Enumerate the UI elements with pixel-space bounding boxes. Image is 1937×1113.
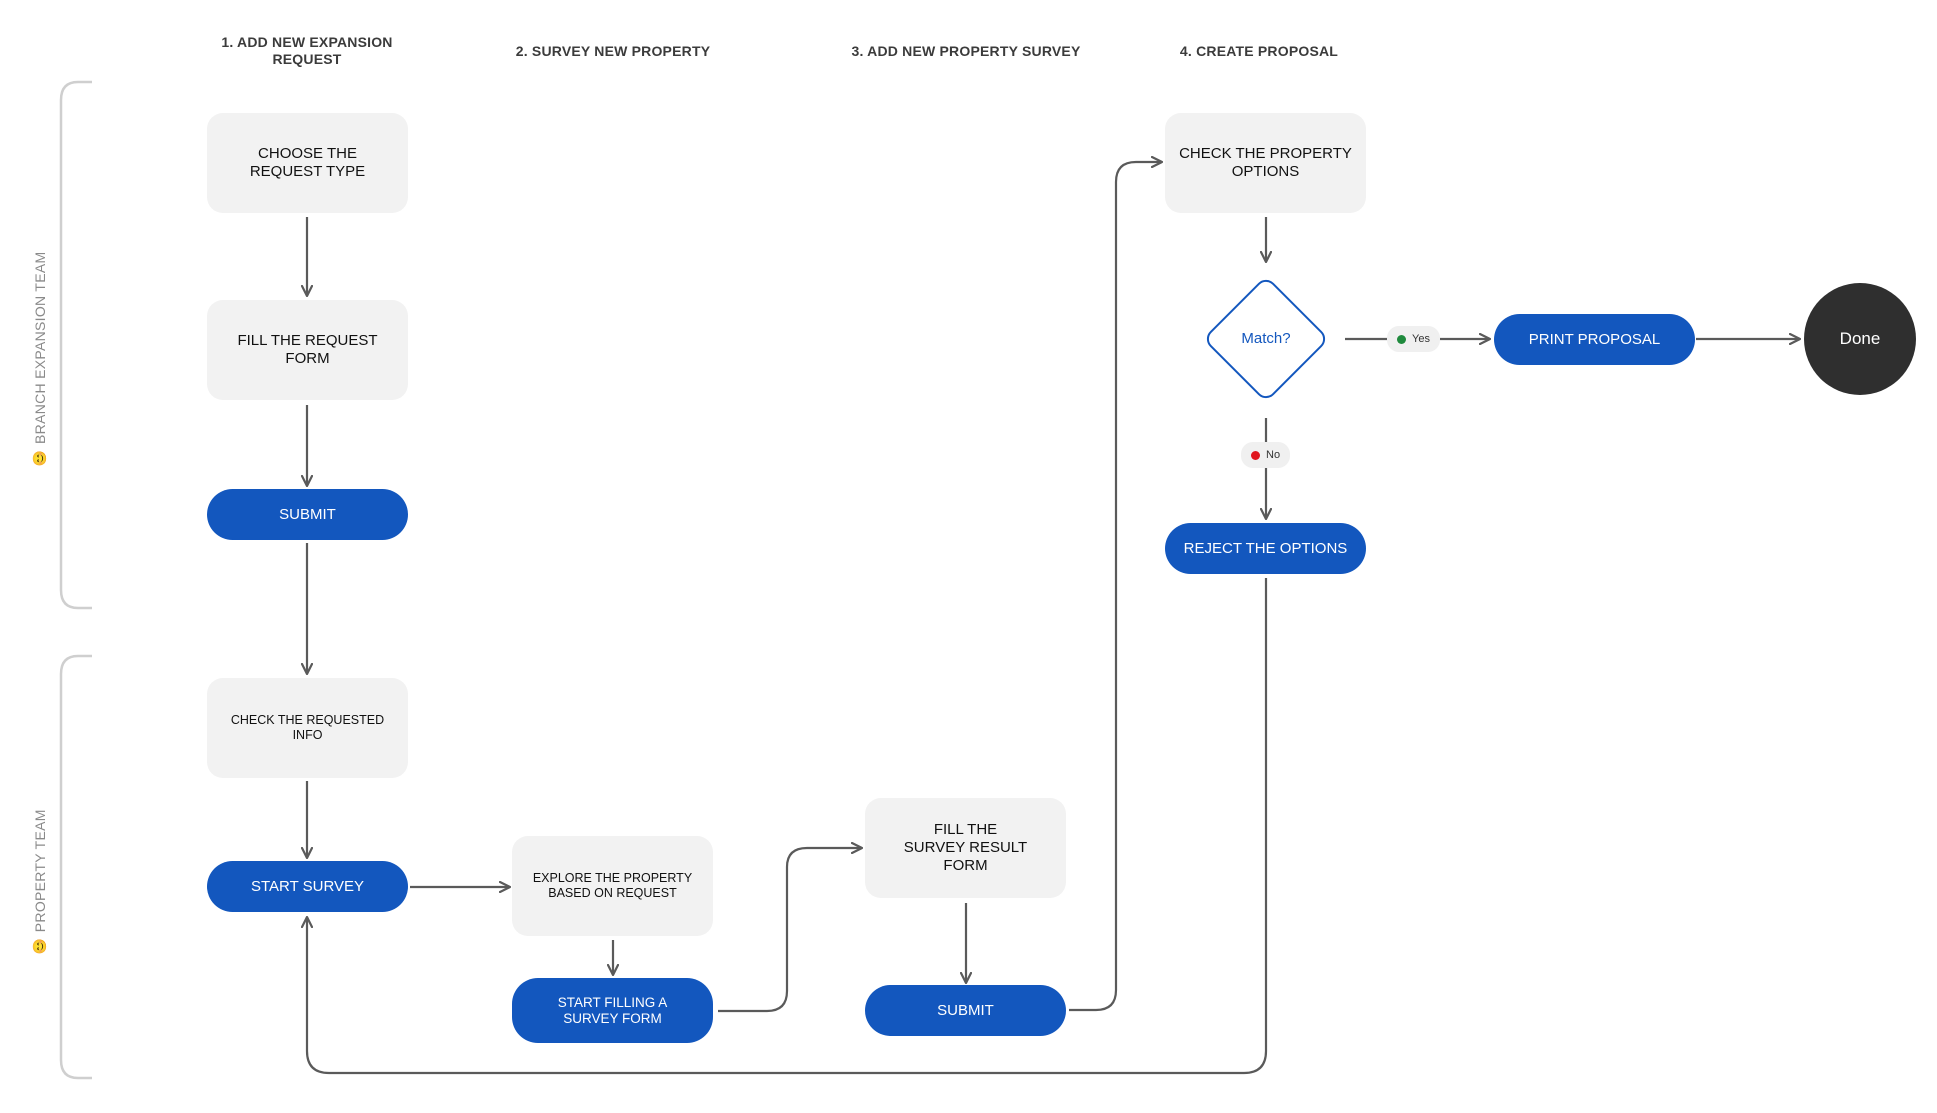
lane-label-text: BRANCH EXPANSION TEAM [32, 251, 48, 444]
node-check-property-options[interactable]: CHECK THE PROPERTY OPTIONS [1165, 113, 1366, 213]
lane-label-property-team: 😊 PROPERTY TEAM [30, 809, 50, 955]
lane-bracket-branch [59, 80, 92, 610]
edge-reject-loop-back [307, 578, 1268, 1075]
edge-start-filling-to-fill-survey [718, 848, 862, 1013]
lane-bracket-property [59, 654, 92, 1080]
no-status-dot-icon [1251, 450, 1260, 460]
edge-submit-to-check-options [1069, 162, 1162, 1012]
smile-emoji-icon: 😊 [32, 449, 47, 467]
edge-label-no: No [1241, 442, 1291, 468]
header-add-expansion-request: 1. ADD NEW EXPANSION REQUEST [221, 34, 393, 67]
node-explore-property[interactable]: EXPLORE THE PROPERTY BASED ON REQUEST [512, 836, 713, 936]
node-submit-survey-button[interactable]: SUBMIT [865, 985, 1066, 1036]
node-print-proposal-button[interactable]: PRINT PROPOSAL [1494, 314, 1695, 365]
header-create-proposal: 4. CREATE PROPOSAL [1179, 43, 1339, 59]
node-choose-request-type[interactable]: CHOOSE THE REQUEST TYPE [207, 113, 408, 213]
edge-label-yes: Yes [1387, 326, 1440, 352]
edge-label-no-text: No [1266, 449, 1281, 461]
node-reject-options-button[interactable]: REJECT THE OPTIONS [1165, 523, 1366, 574]
lane-label-text: PROPERTY TEAM [32, 809, 48, 933]
smile-emoji-icon: 😊 [32, 938, 47, 955]
node-start-filling-survey-form-button[interactable]: START FILLING A SURVEY FORM [512, 978, 713, 1043]
header-survey-new-property: 2. SURVEY NEW PROPERTY [515, 43, 711, 59]
node-submit-request-button[interactable]: SUBMIT [207, 489, 408, 540]
yes-status-dot-icon [1397, 334, 1406, 344]
node-check-requested-info[interactable]: CHECK THE REQUESTED INFO [207, 678, 408, 778]
decision-match-label[interactable]: Match? [1241, 330, 1291, 347]
header-add-property-survey: 3. ADD NEW PROPERTY SURVEY [851, 43, 1081, 59]
node-fill-survey-result-form[interactable]: FILL THE SURVEY RESULT FORM [865, 798, 1066, 898]
node-fill-request-form[interactable]: FILL THE REQUEST FORM [207, 300, 408, 400]
edge-label-yes-text: Yes [1412, 333, 1430, 345]
lane-label-branch-expansion-team: 😊 BRANCH EXPANSION TEAM [30, 252, 50, 467]
node-start-survey-button[interactable]: START SURVEY [207, 861, 408, 912]
match-diamond-shape [1206, 279, 1326, 399]
node-done-terminal[interactable]: Done [1804, 283, 1916, 395]
